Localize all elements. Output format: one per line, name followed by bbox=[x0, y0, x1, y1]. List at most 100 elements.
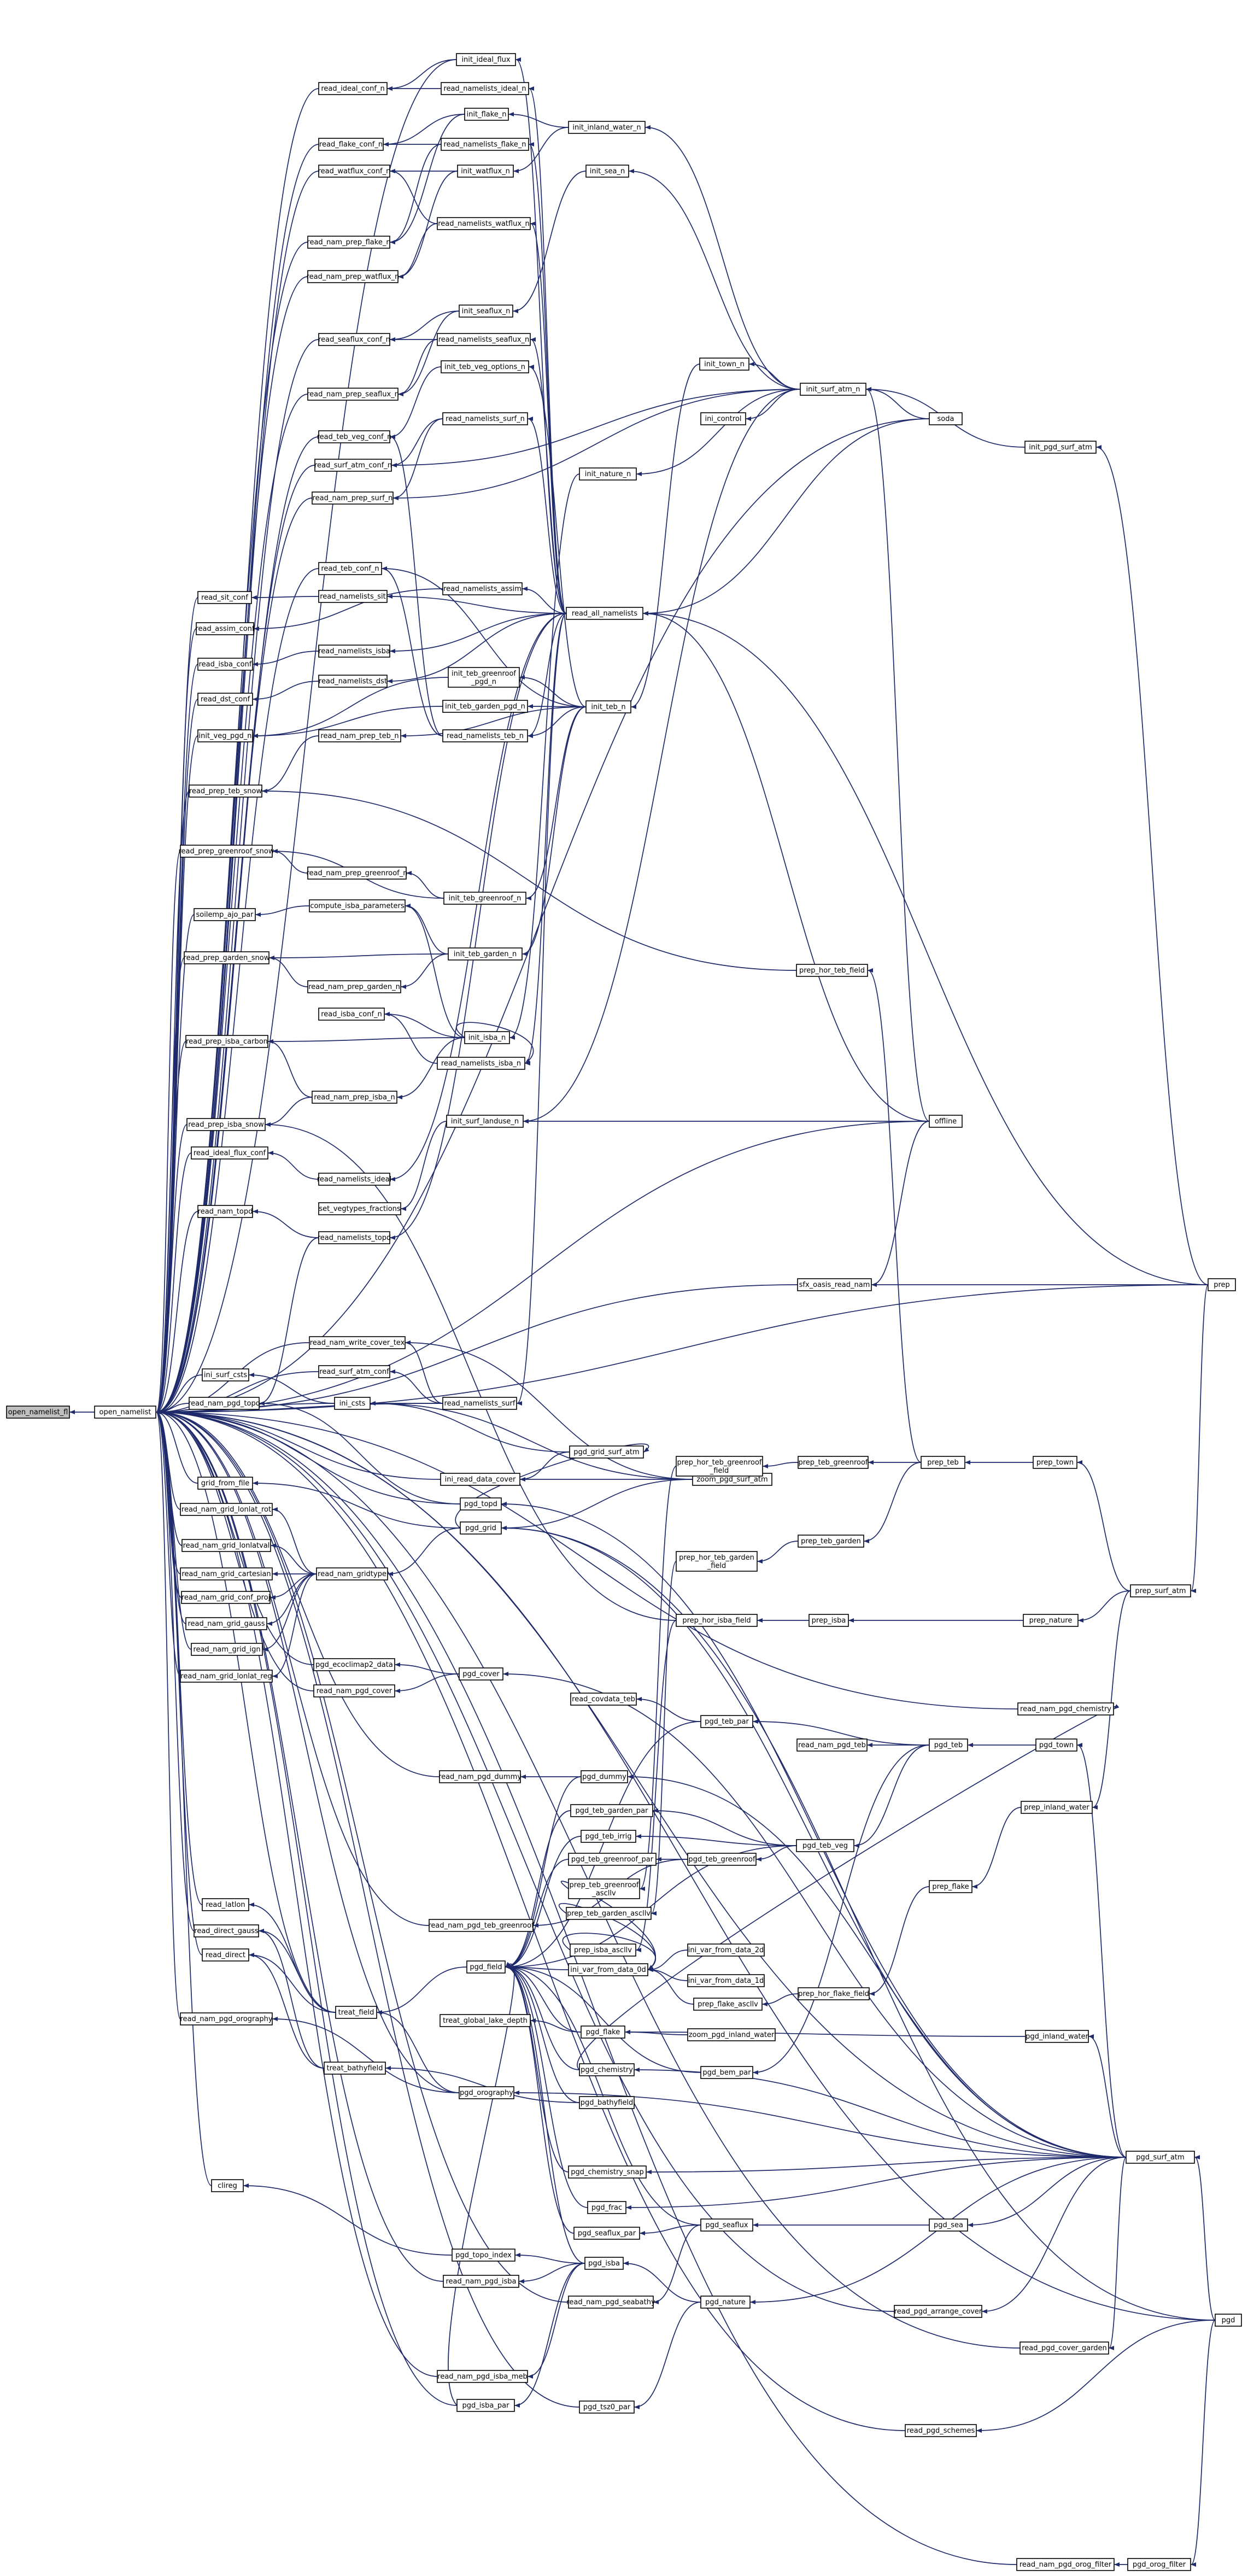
node-pgd-teb-garden-par[interactable]: pgd_teb_garden_par bbox=[570, 1804, 653, 1817]
node-read-namelists-seaflux-n[interactable]: read_namelists_seaflux_n bbox=[437, 333, 531, 346]
node-init-teb-n[interactable]: init_teb_n bbox=[585, 700, 631, 713]
node-read-assim-conf[interactable]: read_assim_conf bbox=[196, 622, 255, 635]
node-prep-hor-isba-field[interactable]: prep_hor_isba_field bbox=[676, 1614, 758, 1627]
node-compute-isba-parameters[interactable]: compute_isba_parameters bbox=[309, 899, 406, 912]
node-prep-inland-water[interactable]: prep_inland_water bbox=[1021, 1801, 1093, 1814]
node-read-nam-pgd-seabathy[interactable]: read_nam_pgd_seabathy bbox=[566, 2296, 655, 2309]
node-init-watflux-n[interactable]: init_watflux_n bbox=[457, 165, 514, 178]
node-init-sea-n[interactable]: init_sea_n bbox=[585, 165, 629, 178]
node-read-namelists-ideal-n[interactable]: read_namelists_ideal_n bbox=[441, 82, 529, 95]
node-pgd[interactable]: pgd bbox=[1215, 2314, 1242, 2327]
node-read-direct-gauss[interactable]: read_direct_gauss bbox=[194, 1924, 259, 1937]
node-pgd-isba-par[interactable]: pgd_isba_par bbox=[456, 2399, 515, 2412]
node-ini-var-from-data-1d[interactable]: ini_var_from_data_1d bbox=[687, 1974, 765, 1987]
node-read-nam-pgd-topd[interactable]: read_nam_pgd_topd bbox=[188, 1397, 260, 1410]
node-init-teb-veg-options-n[interactable]: init_teb_veg_options_n bbox=[441, 360, 529, 373]
node-pgd-dummy[interactable]: pgd_dummy bbox=[581, 1770, 628, 1783]
node-pgd-chemistry[interactable]: pgd_chemistry bbox=[579, 2063, 635, 2076]
node-read-pgd-schemes[interactable]: read_pgd_schemes bbox=[905, 2424, 977, 2437]
node-read-namelists-dst[interactable]: read_namelists_dst bbox=[318, 675, 388, 688]
node-prep-flake[interactable]: prep_flake bbox=[929, 1880, 972, 1893]
node-pgd-seaflux[interactable]: pgd_seaflux bbox=[700, 2218, 753, 2232]
node-read-nam-grid-cartesian[interactable]: read_nam_grid_cartesian bbox=[180, 1567, 273, 1580]
node-read-dst-conf[interactable]: read_dst_conf bbox=[197, 693, 253, 706]
node-read-latlon[interactable]: read_latlon bbox=[202, 1898, 249, 1911]
node-init-inland-water-n[interactable]: init_inland_water_n bbox=[568, 121, 646, 134]
node-read-pgd-arrange-cover[interactable]: read_pgd_arrange_cover bbox=[894, 2305, 982, 2318]
node-read-nam-pgd-cover[interactable]: read_nam_pgd_cover bbox=[313, 1684, 395, 1697]
node-read-prep-isba-carbon[interactable]: read_prep_isba_carbon bbox=[185, 1035, 268, 1048]
node-prep-hor-flake-field[interactable]: prep_hor_flake_field bbox=[798, 1987, 870, 2000]
node-read-nam-prep-isba-n[interactable]: read_nam_prep_isba_n bbox=[312, 1091, 397, 1104]
node-read-namelists-surf[interactable]: read_namelists_surf bbox=[442, 1397, 517, 1410]
node-read-nam-write-cover-tex[interactable]: read_nam_write_cover_tex bbox=[309, 1336, 406, 1349]
node-treat-field[interactable]: treat_field bbox=[335, 2006, 377, 2019]
node-init-teb-greenroof-pgd-n[interactable]: init_teb_greenroof_pgd_n bbox=[448, 667, 520, 688]
node-read-nam-grid-ign[interactable]: read_nam_grid_ign bbox=[191, 1643, 263, 1656]
node-pgd-seaflux-par[interactable]: pgd_seaflux_par bbox=[573, 2227, 640, 2240]
node-prep-teb[interactable]: prep_teb bbox=[921, 1456, 965, 1469]
node-read-nam-prep-surf-n[interactable]: read_nam_prep_surf_n bbox=[312, 491, 394, 505]
node-read-nam-pgd-teb-greenroof[interactable]: read_nam_pgd_teb_greenroof bbox=[428, 1919, 534, 1932]
node-prep-flake-ascllv[interactable]: prep_flake_ascllv bbox=[693, 1998, 763, 2011]
node-open-namelist[interactable]: open_namelist bbox=[94, 1406, 156, 1419]
node-init-seaflux-n[interactable]: init_seaflux_n bbox=[459, 305, 513, 318]
node-read-flake-conf-n[interactable]: read_flake_conf_n bbox=[318, 138, 384, 151]
node-ini-read-data-cover[interactable]: ini_read_data_cover bbox=[440, 1473, 520, 1486]
node-read-all-namelists[interactable]: read_all_namelists bbox=[566, 607, 643, 620]
node-soilemp-ajo-par[interactable]: soilemp_ajo_par bbox=[194, 908, 256, 921]
node-init-veg-pgd-n[interactable]: init_veg_pgd_n bbox=[197, 729, 253, 742]
node-prep-hor-teb-field[interactable]: prep_hor_teb_field bbox=[796, 964, 868, 977]
node-ini-var-from-data-0d[interactable]: ini_var_from_data_0d bbox=[568, 1963, 648, 1976]
node-init-nature-n[interactable]: init_nature_n bbox=[579, 467, 637, 481]
node-read-prep-teb-snow[interactable]: read_prep_teb_snow bbox=[189, 784, 262, 798]
node-read-namelists-ideal[interactable]: read_namelists_ideal bbox=[317, 1173, 391, 1186]
node-read-teb-conf-n[interactable]: read_teb_conf_n bbox=[318, 562, 382, 575]
node-prep[interactable]: prep bbox=[1208, 1278, 1236, 1291]
node-ini-var-from-data-2d[interactable]: ini_var_from_data_2d bbox=[687, 1943, 765, 1957]
node-read-nam-pgd-orog-filter[interactable]: read_nam_pgd_orog_filter bbox=[1016, 2558, 1115, 2571]
node-read-nam-grid-lonlatval[interactable]: read_nam_grid_lonlatval bbox=[181, 1539, 271, 1552]
node-read-nam-prep-flake-n[interactable]: read_nam_prep_flake_n bbox=[307, 236, 391, 249]
node-ini-surf-csts[interactable]: ini_surf_csts bbox=[202, 1368, 249, 1381]
node-init-surf-atm-n[interactable]: init_surf_atm_n bbox=[800, 383, 866, 396]
node-read-covdata-teb[interactable]: read_covdata_teb bbox=[570, 1693, 637, 1706]
node-init-surf-landuse-n[interactable]: init_surf_landuse_n bbox=[446, 1115, 524, 1128]
node-read-nam-grid-lonlat-reg[interactable]: read_nam_grid_lonlat_reg bbox=[180, 1670, 273, 1683]
node-treat-bathyfield[interactable]: treat_bathyfield bbox=[324, 2062, 386, 2075]
node-pgd-teb-greenroof-par[interactable]: pgd_teb_greenroof_par bbox=[568, 1853, 657, 1866]
node-read-seaflux-conf-n[interactable]: read_seaflux_conf_n bbox=[318, 333, 390, 346]
node-read-nam-grid-lonlat-rot[interactable]: read_nam_grid_lonlat_rot bbox=[180, 1503, 273, 1516]
node-pgd-frac[interactable]: pgd_frac bbox=[587, 2201, 626, 2214]
node-read-isba-conf-n[interactable]: read_isba_conf_n bbox=[318, 1008, 385, 1021]
node-read-nam-prep-watflux-n[interactable]: read_nam_prep_watflux_n bbox=[307, 270, 400, 283]
node-read-nam-topd[interactable]: read_nam_topd bbox=[197, 1205, 253, 1218]
node-soda[interactable]: soda bbox=[929, 412, 963, 425]
node-read-sit-conf[interactable]: read_sit_conf bbox=[197, 591, 252, 604]
node-init-town-n[interactable]: init_town_n bbox=[699, 358, 749, 371]
node-prep-town[interactable]: prep_town bbox=[1033, 1456, 1077, 1469]
node-pgd-teb-irrig[interactable]: pgd_teb_irrig bbox=[581, 1830, 636, 1843]
node-read-nam-pgd-isba[interactable]: read_nam_pgd_isba bbox=[443, 2275, 519, 2288]
node-pgd-teb-par[interactable]: pgd_teb_par bbox=[700, 1715, 753, 1728]
node-read-nam-pgd-isba-meb[interactable]: read_nam_pgd_isba_meb bbox=[437, 2370, 528, 2383]
node-pgd-cover[interactable]: pgd_cover bbox=[459, 1667, 503, 1681]
node-prep-hor-teb-garden-field[interactable]: prep_hor_teb_garden_field bbox=[676, 1551, 758, 1572]
node-pgd-teb-veg[interactable]: pgd_teb_veg bbox=[796, 1839, 854, 1852]
node-read-prep-isba-snow[interactable]: read_prep_isba_snow bbox=[186, 1118, 266, 1131]
node-prep-teb-greenroof-ascllv[interactable]: prep_teb_greenroof_ascllv bbox=[568, 1878, 640, 1899]
node-init-ideal-flux[interactable]: init_ideal_flux bbox=[456, 53, 516, 66]
node-read-nam-prep-seaflux-n[interactable]: read_nam_prep_seaflux_n bbox=[307, 388, 399, 401]
node-read-nam-grid-conf-proj[interactable]: read_nam_grid_conf_proj bbox=[181, 1591, 271, 1604]
node-pgd-flake[interactable]: pgd_flake bbox=[581, 2025, 625, 2039]
node-zoom-pgd-inland-water[interactable]: zoom_pgd_inland_water bbox=[687, 2028, 776, 2041]
node-prep-teb-garden-ascllv[interactable]: prep_teb_garden_ascllv bbox=[566, 1907, 652, 1920]
node-clireg[interactable]: clireg bbox=[211, 2179, 244, 2192]
node-pgd-bathyfield[interactable]: pgd_bathyfield bbox=[579, 2096, 635, 2109]
node-read-nam-pgd-dummy[interactable]: read_nam_pgd_dummy bbox=[438, 1770, 522, 1783]
node-pgd-surf-atm[interactable]: pgd_surf_atm bbox=[1126, 2151, 1195, 2164]
node-read-watflux-conf-n[interactable]: read_watflux_conf_n bbox=[318, 165, 391, 178]
node-pgd-field[interactable]: pgd_field bbox=[466, 1960, 506, 1974]
node-open-namelist-fl[interactable]: open_namelist_fl bbox=[6, 1406, 70, 1419]
node-pgd-tsz0-par[interactable]: pgd_tsz0_par bbox=[579, 2401, 635, 2414]
